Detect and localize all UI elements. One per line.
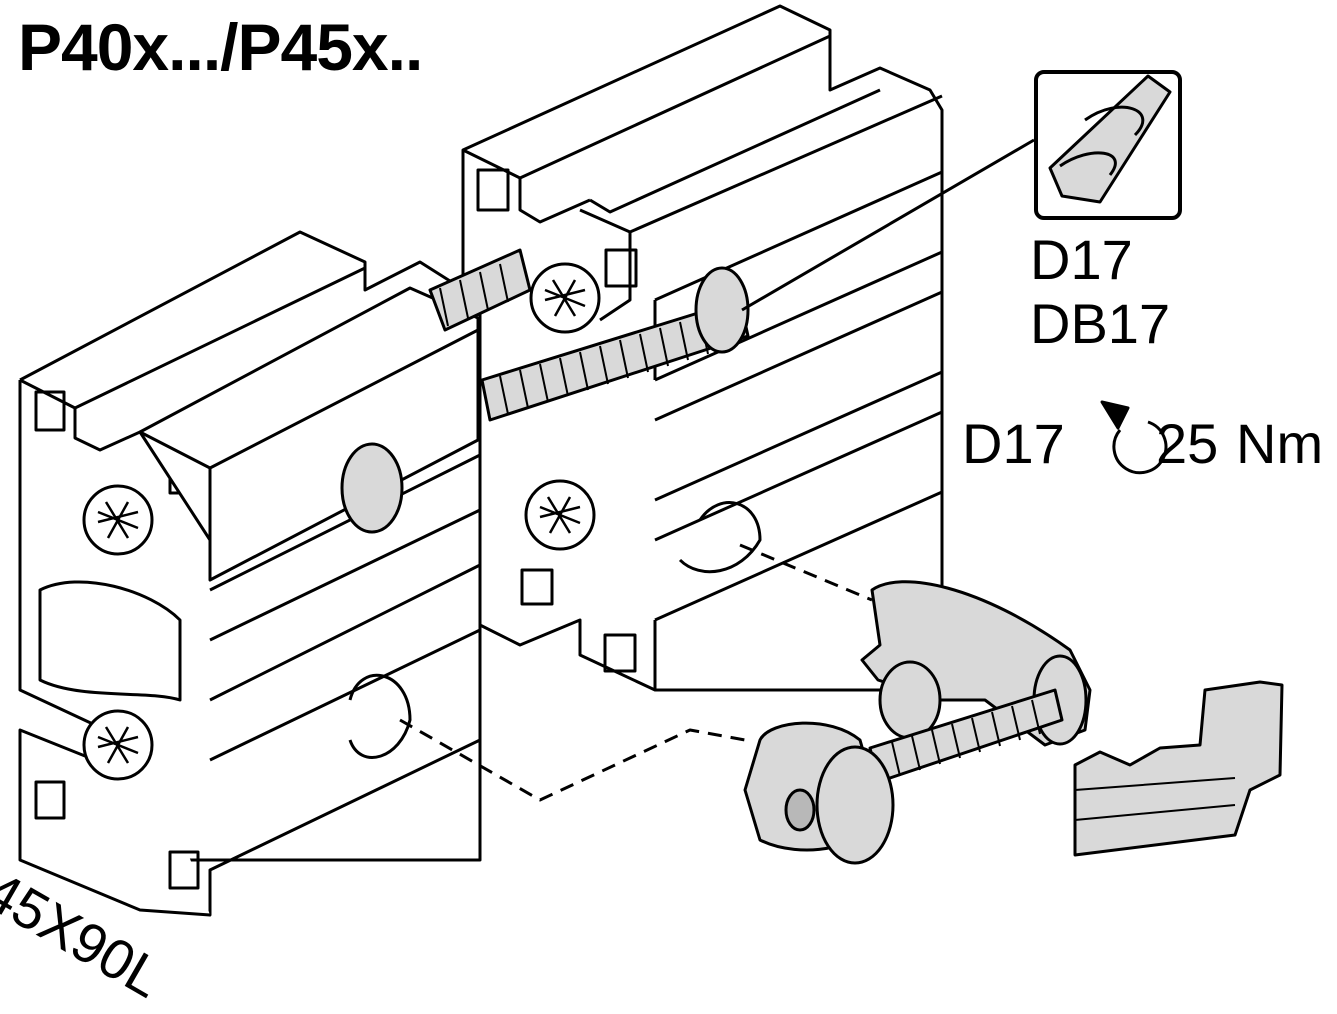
drill-leader-line [741,138,1035,312]
torque-unit: Nm [1236,412,1324,475]
drill-code-primary: D17 [1030,228,1133,291]
projection-lines [399,543,873,802]
front-profile-cores [38,484,182,781]
connector-hardware [743,580,1284,865]
drill-code-secondary: DB17 [1030,292,1171,355]
drill-bit-icon [1034,70,1182,220]
torque-value: 25 [1156,412,1219,475]
clockwise-rotation-icon [1100,400,1168,475]
torque-tool-code: D17 [962,412,1065,475]
back-profile-core [524,262,601,551]
front-upper-block [138,286,480,582]
product-series-title: P40x.../P45x.. [18,10,423,84]
threaded-bolt [340,248,750,534]
